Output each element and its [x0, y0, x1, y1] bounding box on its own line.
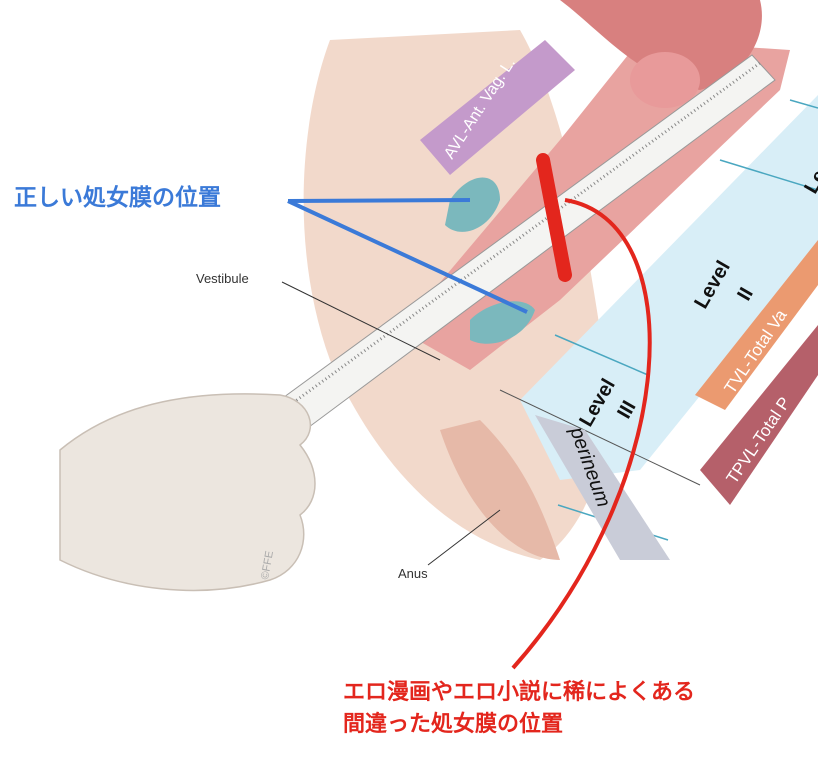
hymen-upper [445, 177, 500, 232]
perineum-band [535, 415, 670, 560]
wrong-position-line1: エロ漫画やエロ小説に稀によくある [343, 680, 696, 705]
wrong-pointer-curve [511, 198, 652, 670]
correct-position-caption: 正しい処女膜の位置 [14, 185, 221, 211]
baseline [499, 389, 701, 486]
anus-pointer [427, 509, 501, 566]
level-divider [719, 159, 818, 191]
avl-band [420, 40, 575, 175]
level-divider [554, 334, 649, 376]
correct-pointer-line-1 [287, 198, 471, 203]
wrong-position-caption: エロ漫画やエロ小説に稀によくある 間違った処女膜の位置 [343, 677, 695, 741]
tvl-band [695, 240, 818, 410]
anus-label: Anus [398, 566, 428, 581]
wrong-position-line2: 間違った処女膜の位置 [343, 712, 564, 737]
hand [59, 393, 316, 592]
buttock-shade [440, 420, 560, 560]
vestibule-label: Vestibule [196, 271, 249, 286]
wrong-hymen-marker [536, 153, 572, 282]
level-divider [789, 99, 818, 109]
vestibule-pointer [281, 281, 441, 361]
hymen-lower [470, 301, 535, 344]
tpvl-band [700, 325, 818, 505]
cervix [560, 0, 762, 90]
ruler-scale [289, 61, 761, 407]
level-band-light-blue [520, 95, 818, 480]
cervix-os [630, 52, 700, 108]
correct-pointer-line-2 [287, 199, 528, 314]
watermark: ©FFE [259, 550, 276, 581]
